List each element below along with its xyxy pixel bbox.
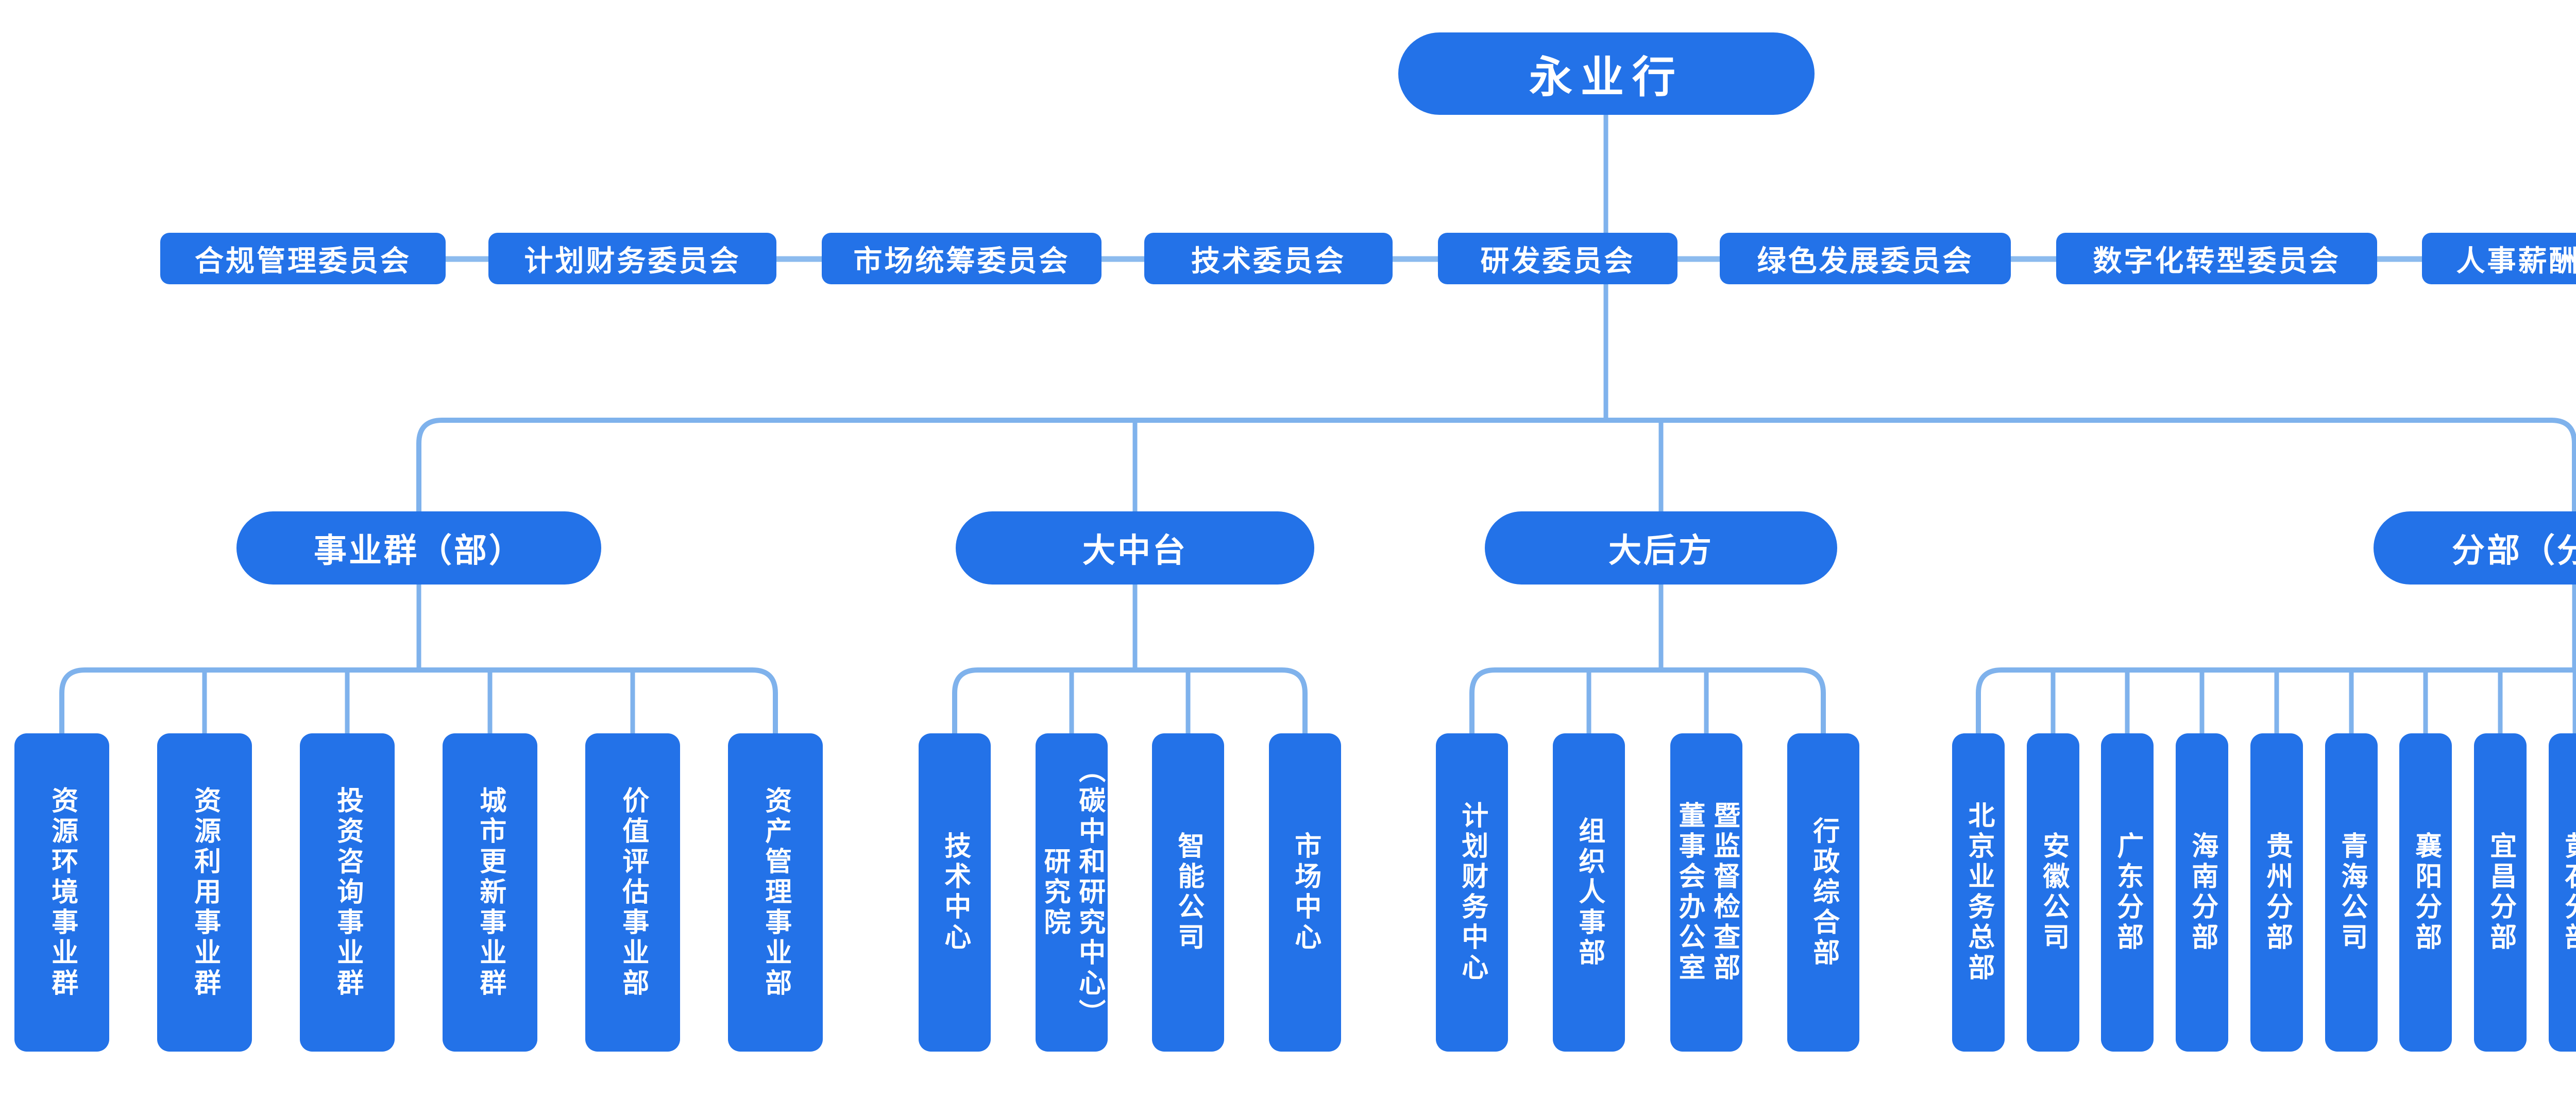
committee-node-2: 计划财务委员会: [488, 233, 776, 284]
group1-bus-line: [59, 667, 778, 736]
child-node-4-2: 安徽公司: [2027, 733, 2079, 1052]
child-label: 贵州分部: [2262, 832, 2292, 953]
child-label: 董事会办公室 暨监督检查部: [1674, 801, 1739, 984]
child-node-4-1: 北京业务总部: [1952, 733, 2005, 1052]
child-label: 投资咨询事业群: [332, 786, 363, 999]
group-node-3: 大后方: [1485, 511, 1837, 585]
child-node-4-3: 广东分部: [2101, 733, 2154, 1052]
group-label: 大后方: [1608, 532, 1714, 569]
child-node-2-2: 研究院 （碳中和研究中心）: [1036, 733, 1108, 1052]
child-label: 研究院 （碳中和研究中心）: [1040, 755, 1105, 1029]
group-node-1: 事业群（部）: [236, 511, 601, 585]
child-node-3-2: 组织人事部: [1553, 733, 1625, 1052]
committee-node-1: 合规管理委员会: [160, 233, 446, 284]
child-label: 资源环境事业群: [47, 786, 77, 999]
committee-node-4: 技术委员会: [1144, 233, 1393, 284]
committee-label: 绿色发展委员会: [1757, 244, 1974, 277]
child-node-4-8: 宜昌分部: [2474, 733, 2527, 1052]
child-node-1-4: 城市更新事业群: [443, 733, 537, 1052]
committee-label: 市场统筹委员会: [853, 244, 1070, 277]
committee-label: 计划财务委员会: [524, 244, 741, 277]
child-node-3-4: 行政综合部: [1787, 733, 1859, 1052]
child-node-1-1: 资源环境事业群: [14, 733, 109, 1052]
root-node: 永业行: [1398, 32, 1815, 115]
child-label: 市场中心: [1290, 832, 1320, 953]
child-node-4-5: 贵州分部: [2250, 733, 2303, 1052]
committee-node-3: 市场统筹委员会: [822, 233, 1101, 284]
child-node-4-9: 黄石分部: [2549, 733, 2576, 1052]
child-node-1-5: 价值评估事业部: [585, 733, 680, 1052]
root-label: 永业行: [1529, 53, 1684, 101]
child-label: 智能公司: [1173, 832, 1204, 953]
committee-label: 人事薪酬委员会: [2456, 244, 2576, 277]
committee-node-7: 数字化转型委员会: [2056, 233, 2377, 284]
child-label: 资产管理事业部: [760, 786, 791, 999]
child-label: 安徽公司: [2038, 832, 2069, 953]
child-label: 宜昌分部: [2485, 832, 2516, 953]
committee-node-8: 人事薪酬委员会: [2422, 233, 2576, 284]
child-node-3-1: 计划财务中心: [1436, 733, 1508, 1052]
group-node-4: 分部（分公司）: [2374, 511, 2576, 585]
committee-label: 技术委员会: [1191, 244, 1346, 277]
group-node-2: 大中台: [956, 511, 1314, 585]
committee-node-6: 绿色发展委员会: [1720, 233, 2011, 284]
committee-label: 合规管理委员会: [195, 244, 411, 277]
child-node-4-6: 青海公司: [2325, 733, 2378, 1052]
group-label: 分部（分公司）: [2452, 532, 2576, 569]
child-label: 组织人事部: [1574, 816, 1604, 969]
child-label: 北京业务总部: [1963, 801, 1994, 984]
child-label: 广东分部: [2112, 832, 2143, 953]
child-node-3-3: 董事会办公室 暨监督检查部: [1670, 733, 1742, 1052]
committee-node-5: 研发委员会: [1438, 233, 1677, 284]
child-node-4-7: 襄阳分部: [2399, 733, 2452, 1052]
committee-label: 研发委员会: [1480, 244, 1635, 277]
child-node-4-4: 海南分部: [2176, 733, 2228, 1052]
child-label: 青海公司: [2336, 832, 2367, 953]
child-label: 价值评估事业部: [618, 786, 648, 999]
main-bus-line: [416, 418, 2576, 514]
child-label: 襄阳分部: [2411, 832, 2441, 953]
child-node-2-1: 技术中心: [919, 733, 991, 1052]
child-label: 技术中心: [940, 832, 970, 953]
child-node-1-6: 资产管理事业部: [728, 733, 823, 1052]
group-label: 事业群（部）: [314, 532, 524, 569]
group2-bus-line: [952, 667, 1308, 736]
group3-bus-line: [1469, 667, 1826, 736]
child-label: 计划财务中心: [1457, 801, 1487, 984]
group-label: 大中台: [1082, 532, 1188, 569]
child-label: 城市更新事业群: [475, 786, 505, 999]
child-node-1-3: 投资咨询事业群: [300, 733, 395, 1052]
child-label: 海南分部: [2187, 832, 2217, 953]
child-node-1-2: 资源利用事业群: [157, 733, 252, 1052]
child-label: 资源利用事业群: [190, 786, 220, 999]
child-node-2-4: 市场中心: [1269, 733, 1341, 1052]
committee-label: 数字化转型委员会: [2093, 244, 2341, 277]
child-node-2-3: 智能公司: [1152, 733, 1224, 1052]
child-label: 黄石分部: [2560, 832, 2576, 953]
child-label: 行政综合部: [1808, 816, 1839, 969]
